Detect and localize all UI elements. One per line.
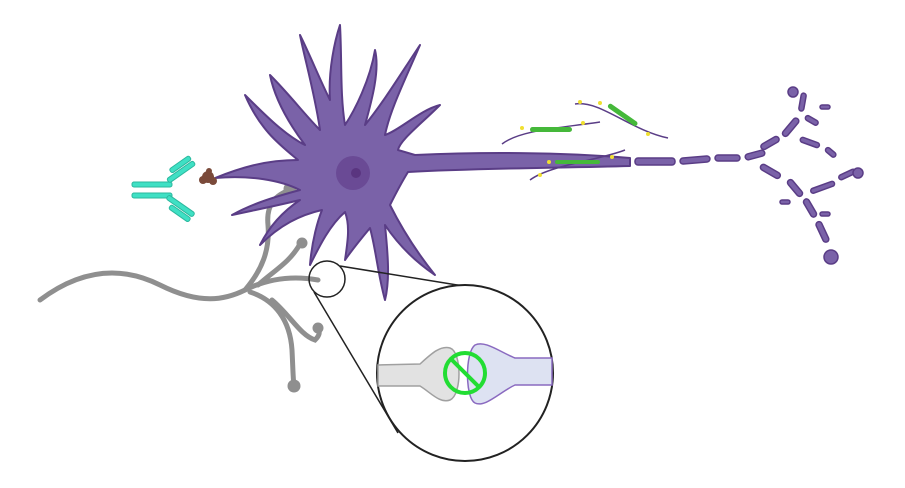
antibody-icon <box>131 155 196 223</box>
gray-neuron <box>37 182 324 393</box>
nucleolus <box>351 168 361 178</box>
antigen-clump-icon <box>199 168 217 185</box>
myelin-fragments <box>501 100 669 181</box>
blocked-synapse-icon <box>443 351 487 395</box>
synapse-magnifier <box>308 260 554 462</box>
degenerating-axon <box>634 86 864 265</box>
dendrites <box>214 24 631 301</box>
neuron <box>214 24 631 301</box>
